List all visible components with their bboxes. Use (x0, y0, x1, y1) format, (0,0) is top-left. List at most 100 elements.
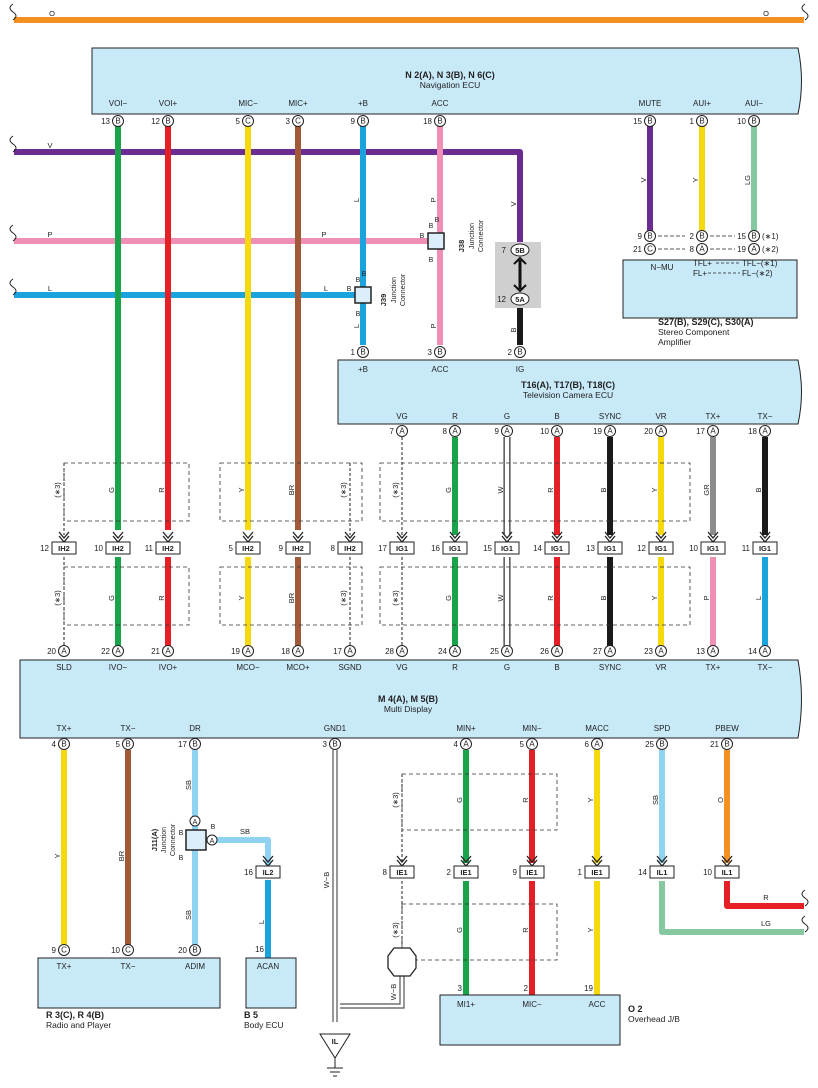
j39-junction (354, 286, 372, 304)
ground-triangle (319, 1033, 351, 1059)
navigation-ecu-pin-conn-letter: B (115, 117, 120, 126)
j39-pin: B (356, 277, 361, 284)
multi-top-pin-conn-letter: A (245, 647, 251, 656)
tv-ecu-bottom-pin-pin-number: 9 (495, 427, 500, 436)
wire-color-label: R (546, 595, 555, 601)
tv-ecu-bottom-pin-pin-number: 17 (696, 427, 705, 436)
overhead-pin-number: 19 (584, 984, 593, 993)
shield-box-ih2-a-upper (63, 462, 190, 522)
tv-ecu-bottom-pin-terminal (449, 425, 461, 437)
multi-bottom-pin-label: TX+ (57, 724, 72, 733)
multi-top-pin-label: SGND (338, 663, 361, 672)
tv-ecu-bottom-pin-terminal (604, 425, 616, 437)
multi-top-pin-pin-number: 24 (438, 647, 447, 656)
navigation-ecu-pin-conn-letter: C (245, 117, 251, 126)
wire-shield-ground (340, 968, 401, 1005)
ig1-connector-box (700, 541, 726, 555)
multi-top-pin-label: VG (396, 663, 408, 672)
wire-v (14, 149, 523, 245)
wire-color-label: B (599, 487, 608, 492)
wire-color-label: P (47, 230, 52, 239)
shield-ground-symbol (387, 947, 417, 977)
ig1-connector-pin-number: 15 (483, 544, 492, 553)
wire-color-label: R (763, 893, 769, 902)
multi-top-pin-terminal (551, 645, 563, 657)
multi-top-pin-label: SYNC (599, 663, 621, 672)
multi-bottom-pin-terminal (591, 738, 603, 750)
multi-display-box (19, 659, 802, 739)
wire-break-right (801, 3, 809, 21)
navigation-ecu-pin-terminal (434, 115, 446, 127)
navigation-ecu-pin-conn-letter: B (751, 117, 756, 126)
multi-top-pin-conn-letter: A (399, 647, 405, 656)
wire-shield-ground (340, 968, 405, 1009)
tv-ecu-name: Television Camera ECU (523, 390, 613, 400)
navigation-ecu-pin-pin-number: 1 (690, 117, 695, 126)
radio-pin-terminal (122, 944, 134, 956)
wire-break-r (801, 889, 809, 907)
ih2-connector-code: IH2 (344, 544, 356, 553)
wire-color-label: BR (287, 592, 296, 603)
multi-top-pin-conn-letter: A (347, 647, 353, 656)
overhead-pin-label: MI1+ (457, 1000, 475, 1009)
j11-name: Connector (170, 823, 177, 856)
j38-id: J38 (457, 240, 466, 253)
ig1-connector-chevron (707, 531, 719, 540)
navigation-ecu-pin-terminal (357, 115, 369, 127)
tv-ecu-bottom-pin-conn-letter: A (607, 427, 613, 436)
multi-top-pin-terminal (112, 645, 124, 657)
ih2-connector-code: IH2 (58, 544, 70, 553)
shield-box-ih2-a-lower (63, 566, 190, 626)
multi-top-pin-conn-letter: A (295, 647, 301, 656)
wire-color-label: LG (743, 175, 752, 185)
ih2-connector-pin-number: 11 (145, 544, 154, 553)
stereo-amp-box (622, 259, 798, 319)
stereo-row-c-pin-number: 15 (737, 232, 746, 241)
tv-ecu-bottom-pin-conn-letter: A (399, 427, 405, 436)
il1-connector-pin-number: 14 (638, 868, 647, 877)
wire-color-label: SB (184, 910, 193, 920)
ground-label: IL (332, 1037, 339, 1046)
j11-pin: B (211, 824, 216, 831)
wire-color-label: Y (237, 595, 246, 600)
wire-color-label: G (444, 487, 453, 493)
navigation-ecu-pin-label: MIC+ (288, 99, 308, 108)
stereo-row-a-conn-letter: B (647, 232, 652, 241)
ie1-connector-pin-number: 8 (383, 868, 388, 877)
tv-ecu-bottom-pin-pin-number: 8 (443, 427, 448, 436)
multi-bottom-pin-terminal (122, 738, 134, 750)
tv-ecu-top-pin-terminal (357, 346, 369, 358)
multi-top-pin-pin-number: 28 (385, 647, 394, 656)
multi-top-pin-conn-letter: A (554, 647, 560, 656)
radio-pin-label: ADIM (185, 962, 205, 971)
j38-pin: B (429, 257, 434, 264)
j39-name: Junction (391, 277, 398, 303)
multi-top-pin-terminal (707, 645, 719, 657)
ig1-connector-chevron (759, 531, 771, 540)
ih2-connector-box (285, 541, 311, 555)
tv-ecu-bottom-pin-conn-letter: A (658, 427, 664, 436)
j39-pin: B (347, 286, 352, 293)
multi-bottom-pin-conn-letter: B (332, 740, 337, 749)
il1-connector-code: IL1 (657, 868, 668, 877)
wire-color-label: G (107, 487, 116, 493)
ig1-connector-box (544, 541, 570, 555)
wire-color-label: (∗3) (53, 590, 62, 606)
multi-top-pin-pin-number: 13 (696, 647, 705, 656)
multi-top-pin-label: SLD (56, 663, 72, 672)
tv-ecu-bottom-pin-terminal (707, 425, 719, 437)
wire-color-label: W (496, 594, 505, 602)
multi-bottom-pin-conn-letter: B (724, 740, 729, 749)
navigation-ecu-pin-terminal (112, 115, 124, 127)
tv-ecu-top-pin-label: ACC (432, 365, 449, 374)
wire-color-label: R (521, 927, 530, 933)
multi-top-pin-terminal (292, 645, 304, 657)
ig1-connector-box (752, 541, 778, 555)
wire-color-label: GR (702, 484, 711, 496)
body-ecu-box (245, 957, 297, 1009)
multi-bottom-pin-terminal (189, 738, 201, 750)
radio-pin-terminal (58, 944, 70, 956)
wire-color-label: O (49, 9, 55, 18)
stereo-row-c-terminal (748, 243, 760, 255)
wire-color-label: Y (586, 927, 595, 932)
